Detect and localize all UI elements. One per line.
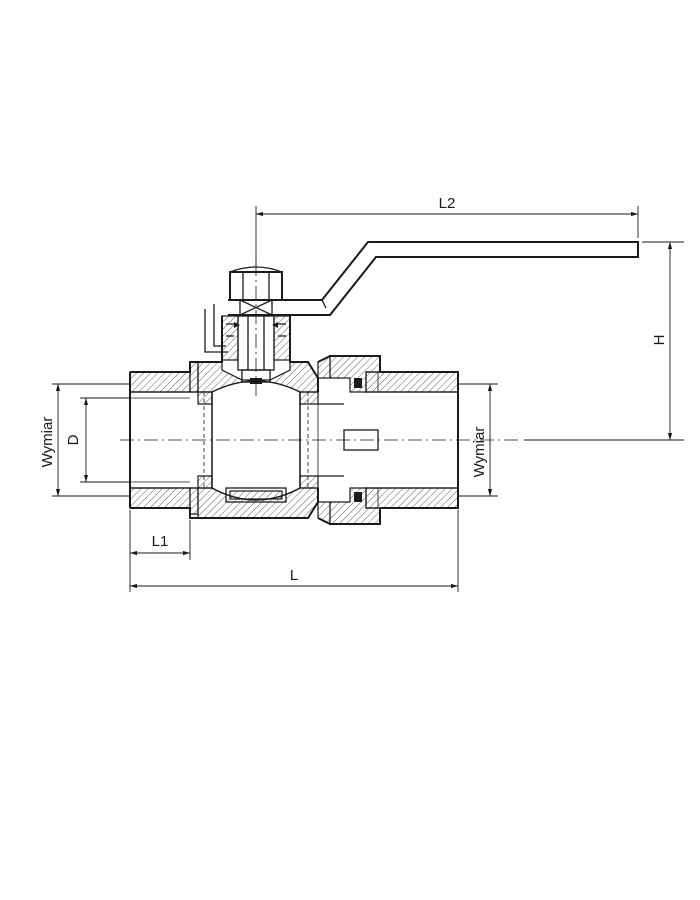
dimension-d-label: D: [65, 434, 82, 445]
dimension-wymiar-left: Wymiar: [39, 383, 130, 497]
dimension-l1: L1: [129, 510, 191, 592]
dimension-l1-label: L1: [152, 533, 169, 550]
valve-body: [129, 316, 319, 519]
dimension-wymiar-right: Wymiar: [458, 383, 498, 497]
dimension-h: H: [524, 241, 684, 441]
dimension-wymiar-left-label: Wymiar: [39, 417, 56, 468]
center-lines: [120, 262, 520, 441]
stem-packing: [221, 315, 291, 384]
valve-ball: [197, 380, 319, 503]
dimension-l-label: L: [290, 567, 298, 584]
dimension-l2-label: L2: [439, 195, 456, 212]
lever-handle: [204, 241, 639, 353]
union-coupling: [317, 355, 459, 525]
dimension-l2: L2: [255, 195, 639, 268]
dimension-d: D: [65, 397, 130, 483]
dimension-l: L: [130, 510, 459, 592]
dimension-wymiar-right-label: Wymiar: [471, 427, 488, 478]
dimension-h-label: H: [651, 335, 668, 346]
